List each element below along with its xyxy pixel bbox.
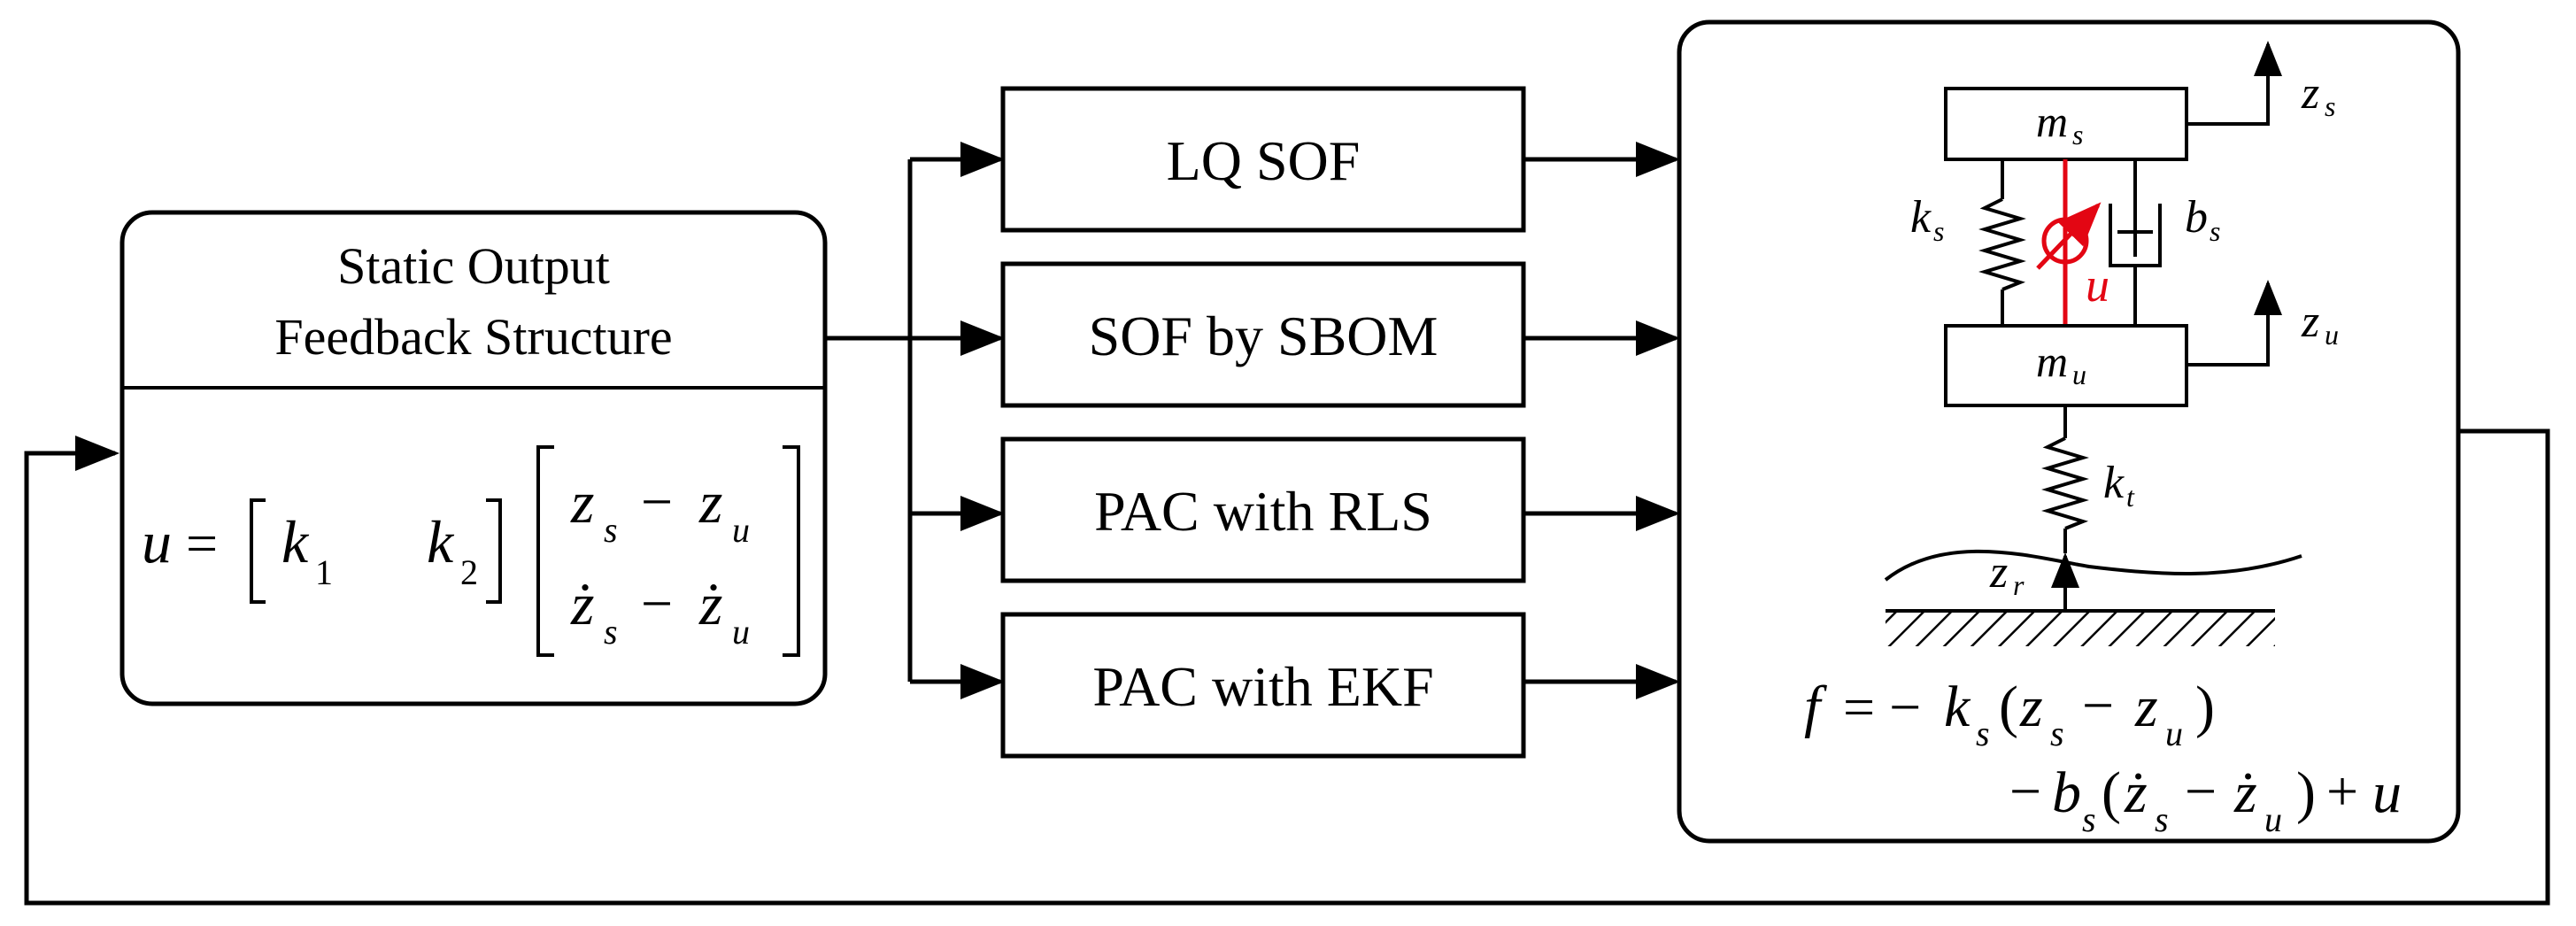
bs-label: b [2185, 192, 2208, 243]
f-l1-close: ) [2195, 675, 2215, 739]
plant-input-arrows [1523, 142, 1680, 699]
kt-label: k [2103, 458, 2125, 508]
controller-sbom-box [1000, 261, 1526, 408]
zr-sub: r [2013, 569, 2025, 601]
eq-r1-a-sub: s [604, 510, 618, 550]
actuator-u-label: u [2086, 259, 2109, 312]
f-l2-b: b [2052, 760, 2081, 825]
unsprung-mass-sub: u [2072, 359, 2086, 390]
eq-r1-b-sub: u [732, 510, 750, 550]
eq-k1: k [282, 508, 310, 575]
controller-rls-label: PAC with RLS [1094, 480, 1432, 543]
zu-arrow [2187, 280, 2282, 367]
f-l2-close: ) [2296, 760, 2316, 825]
f-l1-minus: − [2082, 674, 2114, 737]
kt-sub: t [2126, 481, 2135, 513]
f-l2-b-sub: s [2082, 799, 2096, 839]
gain-equation: u = k 1 k 2 z s − z u ż s − ż u [142, 445, 800, 657]
f-l2-u: u [2372, 760, 2402, 825]
state-bracket-right [783, 445, 800, 657]
f-l1-zb-sub: u [2165, 714, 2183, 753]
f-l2-lead: − [2009, 760, 2041, 822]
eq-u: u [142, 508, 172, 575]
controller-ekf-box [1000, 612, 1526, 759]
eq-k2: k [427, 508, 455, 575]
eq-k1-sub: 1 [315, 552, 333, 592]
quarter-car-plant: m s z s k s u b s m [1677, 19, 2461, 844]
zs-label: z [2301, 68, 2319, 119]
eq-r1-minus: − [641, 470, 673, 533]
controller-ekf-label: PAC with EKF [1092, 655, 1433, 718]
f-l1-k: k [1944, 675, 1971, 739]
eq-r2-b: ż [698, 570, 722, 637]
f-l2-minus: − [2185, 760, 2217, 822]
tire-spring-kt [2041, 405, 2089, 553]
actuator [2036, 159, 2102, 326]
f-l1-k-sub: s [1976, 714, 1990, 753]
zs-sub: s [2325, 90, 2335, 122]
unsprung-mass-label: m [2036, 336, 2068, 386]
eq-r2-a: ż [570, 570, 594, 637]
eq-k2-sub: 2 [460, 552, 478, 592]
damper-bs [2109, 159, 2162, 326]
ground-hatch [1886, 611, 2275, 646]
controller-rls-box [1000, 436, 1526, 583]
eq-r1-b: z [698, 468, 722, 536]
suspension-spring-ks [1978, 159, 2026, 326]
f-l2-plus: + [2326, 760, 2358, 822]
bs-sub: s [2210, 215, 2220, 247]
actuator-arrow-icon [2036, 202, 2102, 270]
f-l2-za: ż [2124, 760, 2148, 825]
sprung-mass-label: m [2036, 96, 2068, 146]
force-equation: f = − k s ( z s − z u ) − b s ( ż s − ż … [1804, 674, 2402, 839]
eq-r2-a-sub: s [604, 612, 618, 652]
ks-label: k [1910, 192, 1932, 243]
road-profile [1884, 549, 2302, 582]
gain-bracket-right [486, 498, 502, 604]
feedback-loop-line [24, 428, 2550, 906]
f-l1-za-sub: s [2050, 714, 2064, 753]
eq-equals: = [186, 512, 218, 575]
sof-block-frame [120, 210, 828, 706]
controller-lqsof-label: LQ SOF [1167, 129, 1361, 192]
gain-bracket-left [250, 498, 266, 604]
eq-r2-b-sub: u [732, 612, 750, 652]
zu-sub: u [2325, 319, 2339, 351]
zu-label: z [2301, 297, 2319, 347]
f-l1-eq: = − [1843, 675, 1921, 738]
sprung-mass-box [1944, 87, 2188, 161]
sof-structure-block: Static Output Feedback Structure u = k 1… [120, 210, 828, 706]
zr-label: z [1989, 547, 2008, 598]
zs-arrow [2187, 41, 2282, 126]
f-l1-open: ( [1999, 675, 2018, 739]
sof-title-line2: Feedback Structure [274, 308, 672, 366]
sprung-mass-sub: s [2072, 119, 2083, 150]
f-l1-za: z [2019, 675, 2043, 739]
controller-sbom-label: SOF by SBOM [1089, 305, 1438, 367]
eq-r1-a: z [570, 468, 594, 536]
f-l2-za-sub: s [2155, 799, 2169, 839]
sof-title-line1: Static Output [337, 237, 610, 295]
distribution-lines [825, 142, 1005, 699]
f-l2-zb: ż [2233, 760, 2257, 825]
eq-r2-minus: − [641, 572, 673, 635]
state-bracket-left [536, 445, 554, 657]
controller-blocks: LQ SOF SOF by SBOM PAC with RLS PAC with… [1000, 86, 1526, 759]
f-l2-zb-sub: u [2264, 799, 2282, 839]
f-l2-open: ( [2102, 760, 2121, 825]
ks-sub: s [1933, 215, 1944, 247]
f-l1-zb: z [2134, 675, 2158, 739]
